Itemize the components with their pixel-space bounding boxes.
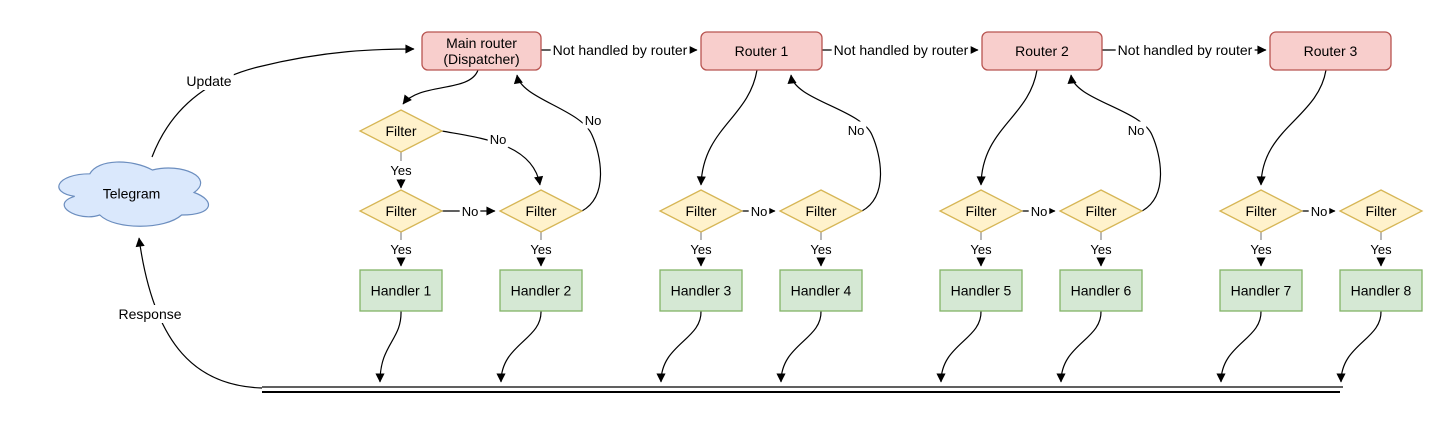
- filter-dispatcher-left: [358, 189, 444, 233]
- edge-label-bg: [1308, 202, 1330, 220]
- filter-no-edge-router3-label: No: [1311, 204, 1328, 219]
- yes-link-handler-5-label: Yes: [970, 242, 992, 257]
- filter-router2-left-label: Filter: [965, 203, 996, 219]
- dispatcher-to-filter-edge: [402, 69, 479, 105]
- handler-1-node-label: Handler 1: [371, 283, 432, 299]
- edge-label-bg: [184, 72, 234, 90]
- handler-1-to-bus-edge: [375, 310, 402, 383]
- telegram-cloud: [58, 161, 210, 227]
- yes-link-handler-3-label: Yes: [690, 242, 712, 257]
- handler-5-node-label: Handler 5: [951, 283, 1012, 299]
- handler-4-node-label: Handler 4: [791, 283, 852, 299]
- response-edge-label: Response: [118, 306, 181, 322]
- handler-7-node-label: Handler 7: [1231, 283, 1292, 299]
- not-handled-edge-1-label: Not handled by router: [553, 42, 688, 58]
- filter-return-no-edge-dispatcher-label: No: [585, 113, 602, 128]
- filter-return-no-edge-router1: [787, 74, 882, 212]
- handler-7-node: [1219, 269, 1303, 312]
- filter-router3-right-label: Filter: [1365, 203, 1396, 219]
- router-2-node-label: Router 2: [1015, 43, 1069, 59]
- router2-to-filter-edge: [976, 69, 1038, 186]
- yes-link-handler-2-label: Yes: [530, 242, 552, 257]
- filter-router1-right: [778, 189, 864, 233]
- handler-8-node: [1339, 269, 1423, 312]
- filter-dispatcher-top-label: Filter: [385, 123, 416, 139]
- filter-router2-right-label: Filter: [1085, 203, 1116, 219]
- not-handled-edge-2-label: Not handled by router: [834, 42, 969, 58]
- main-router-node-label: Main router(Dispatcher): [443, 35, 519, 67]
- handler-4-to-bus-edge: [776, 310, 822, 383]
- edge-label-bg: [1115, 41, 1255, 59]
- filter-router3-left: [1218, 189, 1304, 233]
- yes-link-dispatcher-top-label: Yes: [390, 163, 412, 178]
- edge-label-bg: [116, 305, 184, 323]
- filter-router1-left: [658, 189, 744, 233]
- response-edge: [135, 237, 263, 389]
- filter-return-no-edge-router2: [1067, 74, 1162, 212]
- main-router-node: [421, 31, 542, 71]
- handler-3-node-label: Handler 3: [671, 283, 732, 299]
- filter-return-no-edge-router1-label: No: [848, 123, 865, 138]
- handler-6-to-bus-edge: [1056, 310, 1102, 383]
- filter-no-edge-dispatcher-label: No: [462, 204, 479, 219]
- telegram-cloud-label: Telegram: [103, 186, 161, 202]
- handler-3-to-bus-edge: [656, 310, 702, 383]
- router1-to-filter-edge: [696, 69, 758, 186]
- handler-4-node: [779, 269, 863, 312]
- edge-label-bg: [845, 121, 867, 139]
- edge-label-bg: [1028, 202, 1050, 220]
- filter-return-no-edge-dispatcher: [513, 74, 602, 212]
- edge-label-bg: [1125, 121, 1147, 139]
- router3-to-filter-edge: [1256, 69, 1327, 186]
- filter-dispatcher-left-label: Filter: [385, 203, 416, 219]
- filter-router3-left-label: Filter: [1245, 203, 1276, 219]
- router-3-node: [1269, 31, 1392, 71]
- filter-router3-right: [1338, 189, 1424, 233]
- filter-dispatcher-top: [358, 109, 444, 153]
- handler-2-node: [499, 269, 583, 312]
- update-edge: [151, 44, 415, 158]
- filter-return-no-edge-router2-label: No: [1128, 123, 1145, 138]
- filter-no-edge-router2-label: No: [1031, 204, 1048, 219]
- yes-link-handler-8-label: Yes: [1370, 242, 1392, 257]
- handler-5-node: [939, 269, 1023, 312]
- router-1-node-label: Router 1: [735, 43, 789, 59]
- yes-link-handler-4-label: Yes: [810, 242, 832, 257]
- yes-link-handler-7-label: Yes: [1250, 242, 1272, 257]
- filter-router2-right: [1058, 189, 1144, 233]
- router-1-node: [700, 31, 823, 71]
- handler-6-node: [1059, 269, 1143, 312]
- edge-label-bg: [582, 111, 604, 129]
- filter-no-edge-router1-label: No: [751, 204, 768, 219]
- router-2-node: [981, 31, 1103, 71]
- filter-router1-left-label: Filter: [685, 203, 716, 219]
- not-handled-edge-3-label: Not handled by router: [1118, 42, 1253, 58]
- yes-link-handler-1-label: Yes: [390, 242, 412, 257]
- handler-1-node: [359, 269, 443, 312]
- filter-dispatcher-right: [498, 189, 584, 233]
- update-edge-label: Update: [186, 73, 231, 89]
- filter-no-edge-dispatcher-top-label: No: [490, 132, 507, 147]
- handler-8-node-label: Handler 8: [1351, 283, 1412, 299]
- handler-2-node-label: Handler 2: [511, 283, 572, 299]
- handler-3-node: [659, 269, 743, 312]
- edge-label-bg: [459, 202, 481, 220]
- edge-label-bg: [550, 41, 690, 59]
- handler-5-to-bus-edge: [936, 310, 982, 383]
- handler-7-to-bus-edge: [1216, 310, 1262, 383]
- yes-link-handler-6-label: Yes: [1090, 242, 1112, 257]
- handler-2-to-bus-edge: [496, 310, 542, 383]
- edge-label-bg: [748, 202, 770, 220]
- filter-dispatcher-right-label: Filter: [525, 203, 556, 219]
- filter-router2-left: [938, 189, 1024, 233]
- router-3-node-label: Router 3: [1304, 43, 1358, 59]
- handler-8-to-bus-edge: [1336, 310, 1382, 383]
- edge-label-bg: [831, 41, 971, 59]
- edge-label-bg: [487, 130, 509, 148]
- filter-router1-right-label: Filter: [805, 203, 836, 219]
- handler-6-node-label: Handler 6: [1071, 283, 1132, 299]
